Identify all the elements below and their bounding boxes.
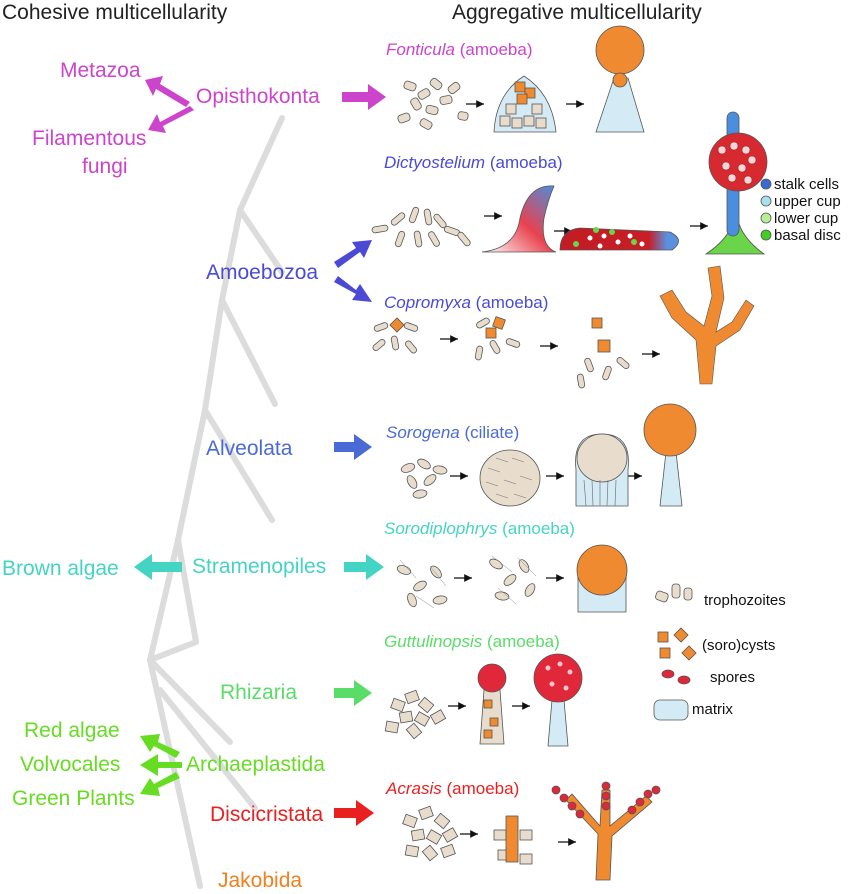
header-aggregative: Aggregative multicellularity <box>452 1 702 24</box>
opisthokonta-arrows <box>145 76 386 133</box>
red-algae-label: Red algae <box>24 719 120 742</box>
green-plants-label: Green Plants <box>12 787 135 810</box>
fonticula-type: (amoeba) <box>459 40 533 59</box>
basal-disc-swatch <box>760 229 772 241</box>
acrasis-illustration <box>402 781 661 881</box>
matrix-label: matrix <box>692 701 733 718</box>
phylogenetic-tree <box>146 115 285 889</box>
trophozoites-label: trophozoites <box>704 592 786 609</box>
cysts-icon <box>657 627 697 661</box>
sorogena-genus: Sorogena <box>386 423 460 442</box>
filamentous-fungi-label-2: fungi <box>82 155 128 178</box>
cysts-label: (soro)cysts <box>702 637 776 654</box>
alveolata-label: Alveolata <box>206 437 293 460</box>
cell-legend-icons <box>653 583 697 721</box>
copromyxa-illustration <box>372 265 755 389</box>
trophozoites-icon <box>655 583 693 603</box>
dictyostelium-genus: Dictyostelium <box>384 153 486 172</box>
spores-icon <box>661 669 691 685</box>
amoebozoa-label: Amoebozoa <box>206 261 319 284</box>
sorodiplophrys-label: Sorodiplophrys (amoeba) <box>384 520 575 537</box>
matrix-icon <box>653 699 689 721</box>
fonticula-genus: Fonticula <box>386 40 455 59</box>
dictyostelium-illustration <box>371 111 768 255</box>
filamentous-fungi-label: Filamentous <box>32 127 147 150</box>
stramenopiles-label: Stramenopiles <box>192 555 327 578</box>
discicristata-arrow <box>334 800 374 826</box>
copromyxa-label: Copromyxa (amoeba) <box>384 294 548 311</box>
acrasis-genus: Acrasis <box>386 779 442 798</box>
sorogena-type: (ciliate) <box>464 423 520 442</box>
fonticula-label: Fonticula (amoeba) <box>386 41 532 58</box>
alveolata-arrow <box>334 434 372 460</box>
acrasis-label: Acrasis (amoeba) <box>386 780 519 797</box>
basal-disc-label: basal disc <box>774 227 841 244</box>
jakobida-label: Jakobida <box>218 869 303 892</box>
dictyostelium-legend <box>760 178 772 241</box>
archaeplastida-arrows <box>140 734 182 796</box>
stramenopiles-arrows <box>134 554 384 580</box>
rhizaria-label: Rhizaria <box>220 681 298 704</box>
discicristata-label: Discicristata <box>210 803 324 826</box>
archaeplastida-label: Archaeplastida <box>186 753 325 776</box>
guttulinopsis-type: (amoeba) <box>487 632 560 651</box>
sorogena-label: Sorogena (ciliate) <box>386 424 519 441</box>
upper-cup-swatch <box>760 195 772 207</box>
sorodiplophrys-illustration <box>396 544 628 613</box>
dictyostelium-label: Dictyostelium (amoeba) <box>384 154 563 171</box>
metazoa-label: Metazoa <box>60 59 141 82</box>
stalk-cells-label: stalk cells <box>774 176 840 193</box>
upper-cup-label: upper cup <box>774 193 841 210</box>
process-arrows <box>440 100 708 846</box>
fonticula-illustration <box>397 25 645 133</box>
acrasis-type: (amoeba) <box>446 779 520 798</box>
guttulinopsis-genus: Guttulinopsis <box>384 632 483 651</box>
dictyostelium-type: (amoeba) <box>489 153 563 172</box>
header-cohesive: Cohesive multicellularity <box>2 1 228 24</box>
volvocales-label: Volvocales <box>20 753 121 776</box>
sorodiplophrys-genus: Sorodiplophrys <box>384 519 498 538</box>
opisthokonta-label: Opisthokonta <box>196 85 320 108</box>
stalk-cells-swatch <box>760 178 772 190</box>
amoebozoa-arrows <box>334 240 372 302</box>
spores-label: spores <box>710 669 756 686</box>
lower-cup-swatch <box>760 212 772 224</box>
guttulinopsis-illustration <box>384 653 583 747</box>
sorogena-illustration <box>400 403 697 507</box>
rhizaria-arrow <box>334 680 372 706</box>
copromyxa-type: (amoeba) <box>475 293 549 312</box>
copromyxa-genus: Copromyxa <box>384 293 471 312</box>
lower-cup-label: lower cup <box>774 210 839 227</box>
brown-algae-label: Brown algae <box>2 557 119 580</box>
sorodiplophrys-type: (amoeba) <box>502 519 575 538</box>
guttulinopsis-label: Guttulinopsis (amoeba) <box>384 633 560 650</box>
